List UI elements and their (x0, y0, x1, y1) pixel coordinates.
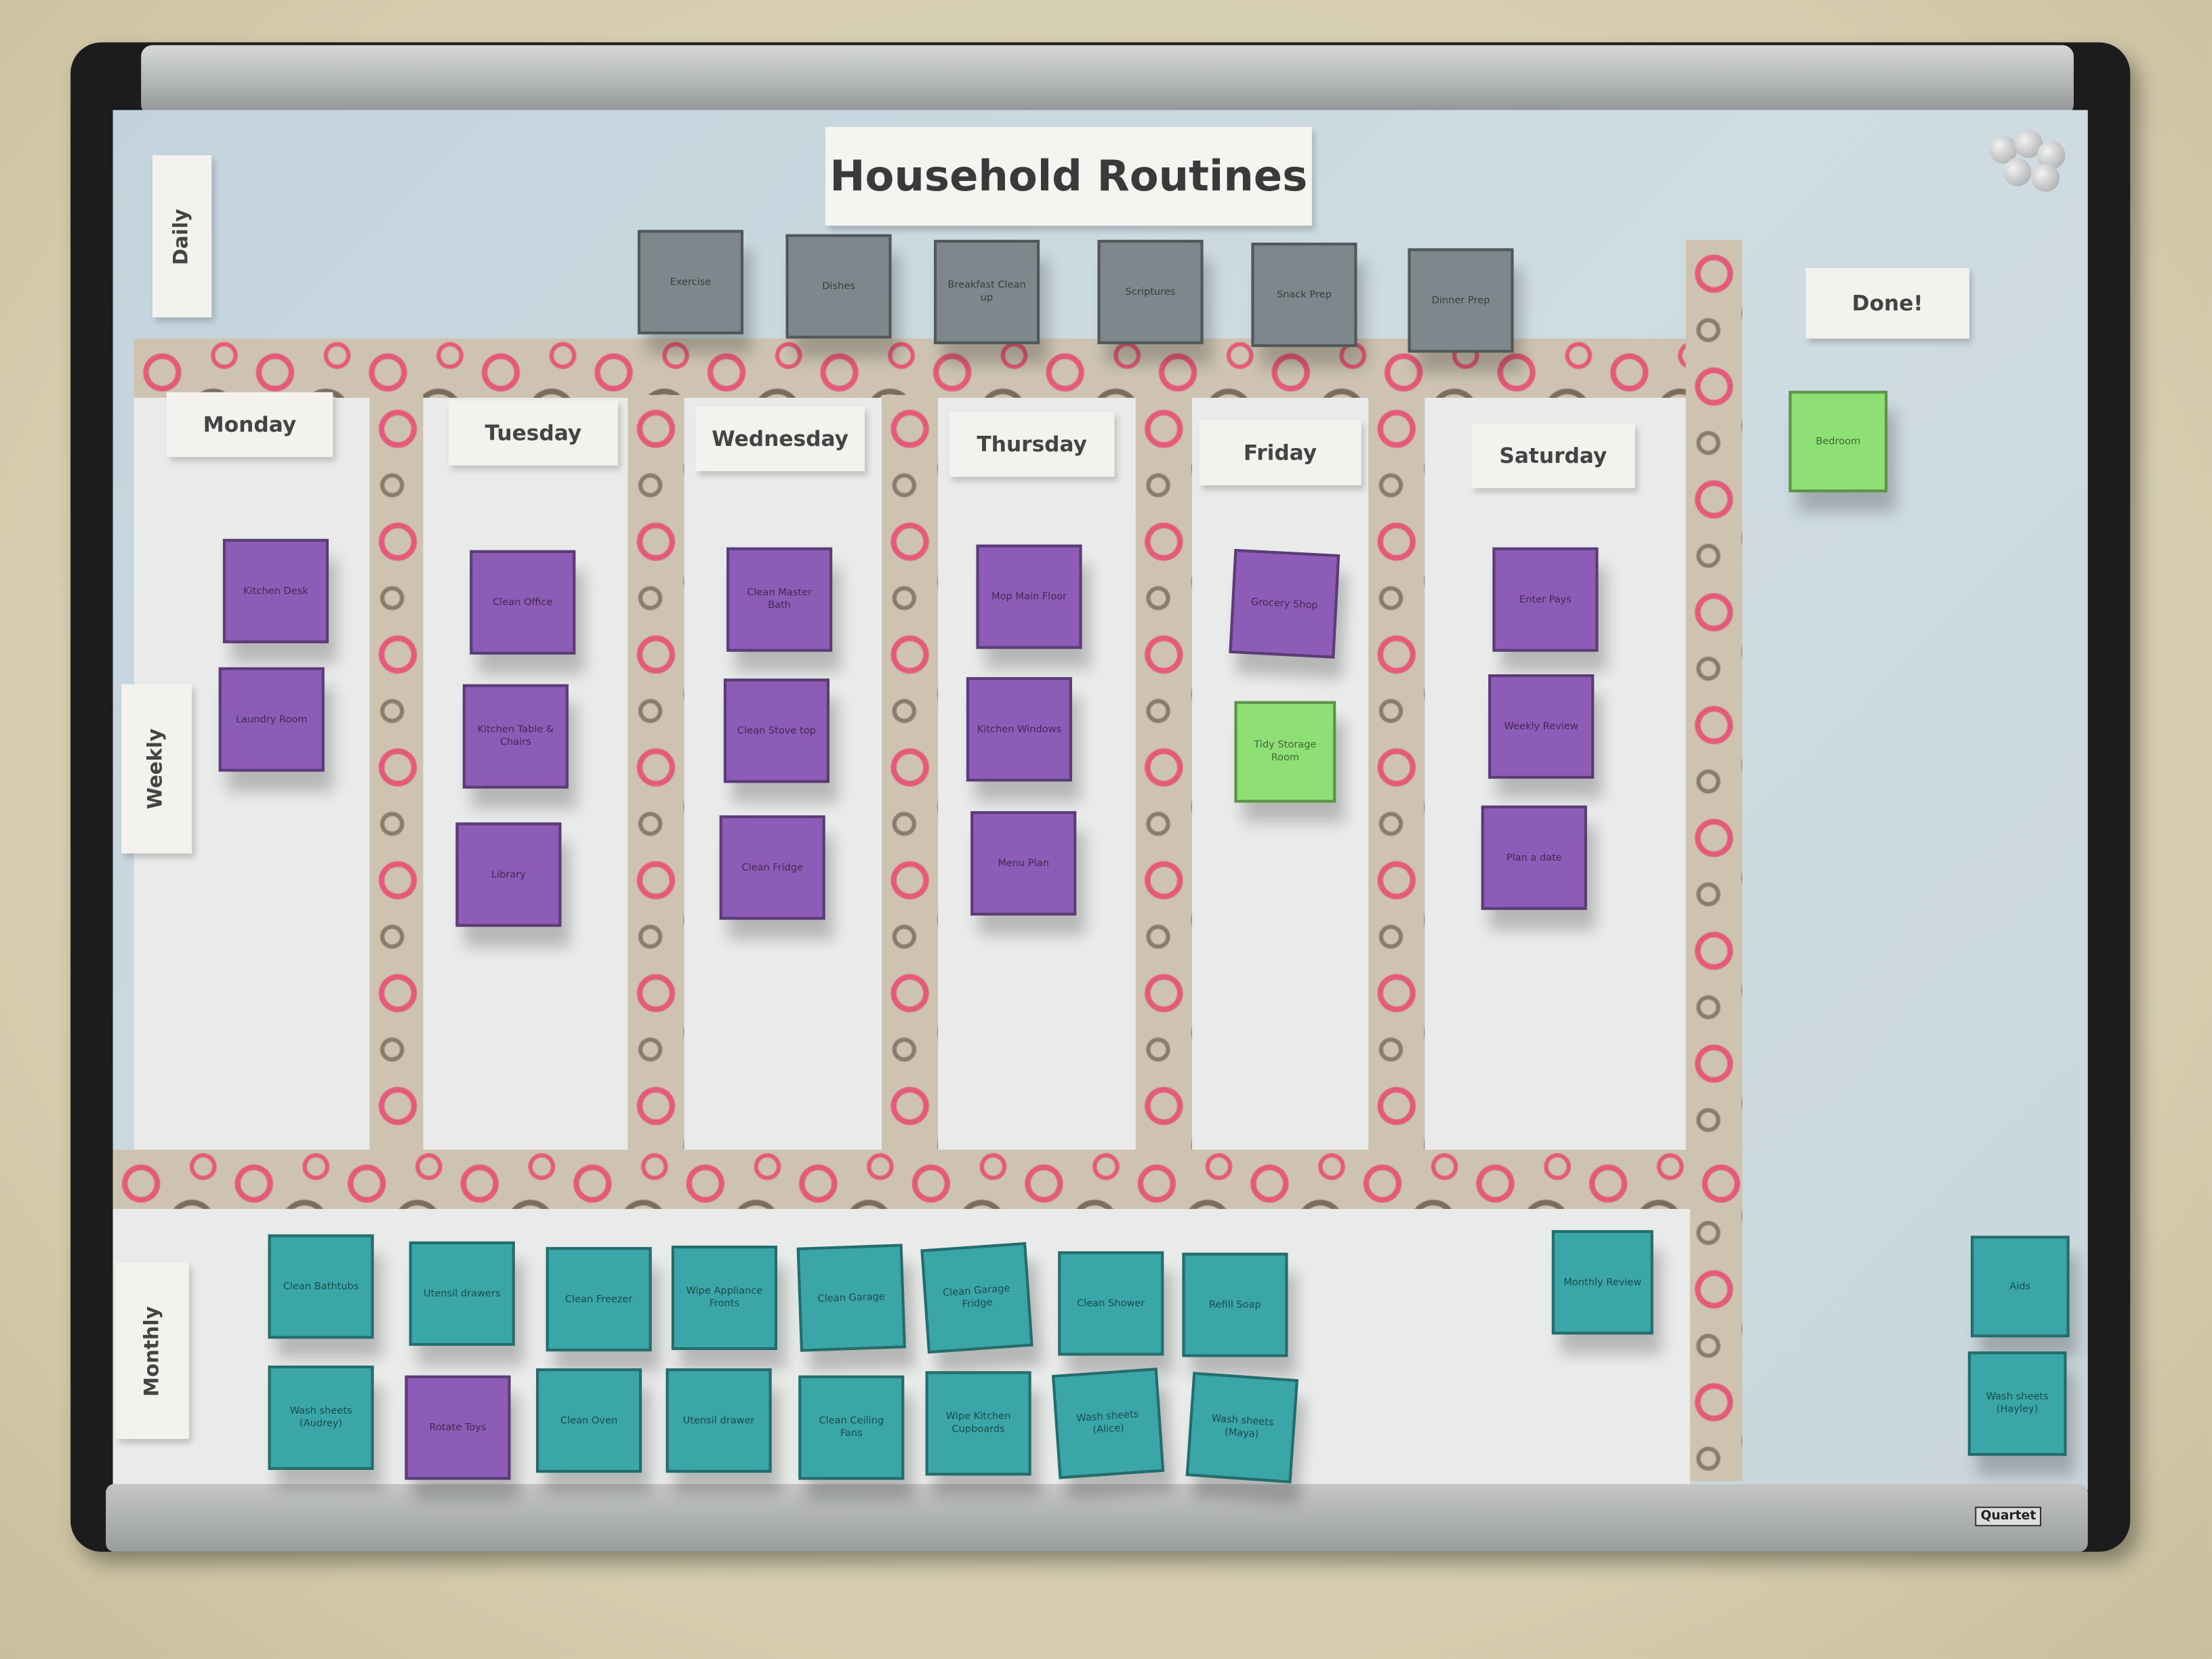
weekly-label-text: Weekly (145, 728, 168, 809)
pattern-strip-divider (882, 394, 939, 1150)
weekly-card[interactable]: Laundry Room (218, 667, 325, 772)
daily-card[interactable]: Dinner Prep (1408, 248, 1514, 353)
frame-rail-top (141, 45, 2074, 116)
board-title: Household Routines (825, 127, 1312, 226)
monthly-card[interactable]: Refill Soap (1182, 1252, 1288, 1357)
weekly-card[interactable]: Kitchen Table & Chairs (462, 684, 569, 789)
weekly-card[interactable]: Plan a date (1481, 805, 1587, 910)
monthly-label-text: Monthly (141, 1305, 164, 1396)
daily-card[interactable]: Snack Prep (1251, 243, 1357, 348)
weekly-card[interactable]: Mop Main Floor (976, 544, 1082, 649)
monthly-card[interactable]: Clean Ceiling Fans (798, 1375, 905, 1480)
monthly-card[interactable]: Utensil drawer (665, 1368, 772, 1473)
monthly-card[interactable]: Utensil drawers (409, 1241, 515, 1346)
monthly-card[interactable]: Wipe Kitchen Cupboards (925, 1371, 1031, 1476)
day-header-tuesday: Tuesday (448, 401, 618, 466)
weekly-card[interactable]: Weekly Review (1488, 674, 1595, 779)
monthly-card[interactable]: Wipe Appliance Fronts (671, 1246, 777, 1351)
daily-card[interactable]: Exercise (637, 230, 744, 335)
weekly-card[interactable]: Library (455, 822, 562, 927)
daily-label: Daily (152, 155, 212, 318)
spare-magnets (1989, 129, 2071, 198)
day-header-saturday: Saturday (1471, 423, 1635, 489)
monthly-done-card[interactable]: Aids (1970, 1235, 2070, 1338)
pattern-strip-divider (1368, 394, 1425, 1150)
weekly-card[interactable]: Clean Office (470, 550, 576, 655)
done-card[interactable]: Bedroom (1788, 390, 1888, 493)
monthly-label: Monthly (115, 1263, 189, 1439)
daily-card[interactable]: Breakfast Clean up (934, 239, 1040, 344)
monthly-card[interactable]: Clean Garage (796, 1244, 906, 1352)
day-header-monday: Monday (166, 392, 333, 457)
monthly-card[interactable]: Monthly Review (1551, 1230, 1654, 1335)
pattern-strip-bottom (112, 1149, 1742, 1209)
frame-rail-bottom (106, 1483, 2088, 1552)
pattern-strip-divider (369, 394, 424, 1150)
weekly-label: Weekly (121, 684, 192, 854)
monthly-card[interactable]: Clean Bathtubs (268, 1234, 374, 1339)
weekly-card[interactable]: Clean Stove top (723, 678, 830, 783)
weekly-card[interactable]: Clean Master Bath (726, 547, 833, 652)
brand-logo: Quartet (1975, 1507, 2042, 1527)
monthly-card[interactable]: Clean Garage Fridge (920, 1242, 1033, 1354)
monthly-card[interactable]: Wash sheets (Audrey) (268, 1365, 374, 1471)
monthly-card[interactable]: Rotate Toys (405, 1375, 511, 1480)
monthly-card[interactable]: Clean Shower (1058, 1251, 1164, 1356)
day-header-friday: Friday (1199, 420, 1361, 486)
day-header-thursday: Thursday (949, 411, 1115, 477)
weekly-card[interactable]: Tidy Storage Room (1234, 701, 1336, 803)
daily-card[interactable]: Dishes (785, 234, 892, 339)
weekly-card[interactable]: Kitchen Windows (966, 677, 1073, 782)
weekly-card[interactable]: Grocery Shop (1229, 548, 1340, 659)
monthly-card[interactable]: Clean Oven (536, 1368, 642, 1473)
weekly-card[interactable]: Clean Fridge (719, 815, 825, 920)
day-header-wednesday: Wednesday (695, 406, 865, 472)
weekly-card[interactable]: Enter Pays (1492, 547, 1599, 652)
pattern-strip-right (1685, 239, 1742, 1481)
monthly-done-card[interactable]: Wash sheets (Hayley) (1967, 1351, 2067, 1456)
pattern-strip-divider (1135, 394, 1192, 1150)
pattern-strip-divider (628, 394, 684, 1150)
done-label: Done! (1805, 268, 1969, 339)
daily-card[interactable]: Scriptures (1097, 239, 1204, 344)
daily-label-text: Daily (170, 208, 194, 265)
monthly-card[interactable]: Wash sheets (Maya) (1185, 1372, 1299, 1483)
weekly-card[interactable]: Kitchen Desk (222, 539, 329, 644)
monthly-card[interactable]: Wash sheets (Alice) (1051, 1368, 1165, 1479)
weekly-card[interactable]: Menu Plan (970, 811, 1077, 916)
monthly-card[interactable]: Clean Freezer (546, 1247, 652, 1352)
